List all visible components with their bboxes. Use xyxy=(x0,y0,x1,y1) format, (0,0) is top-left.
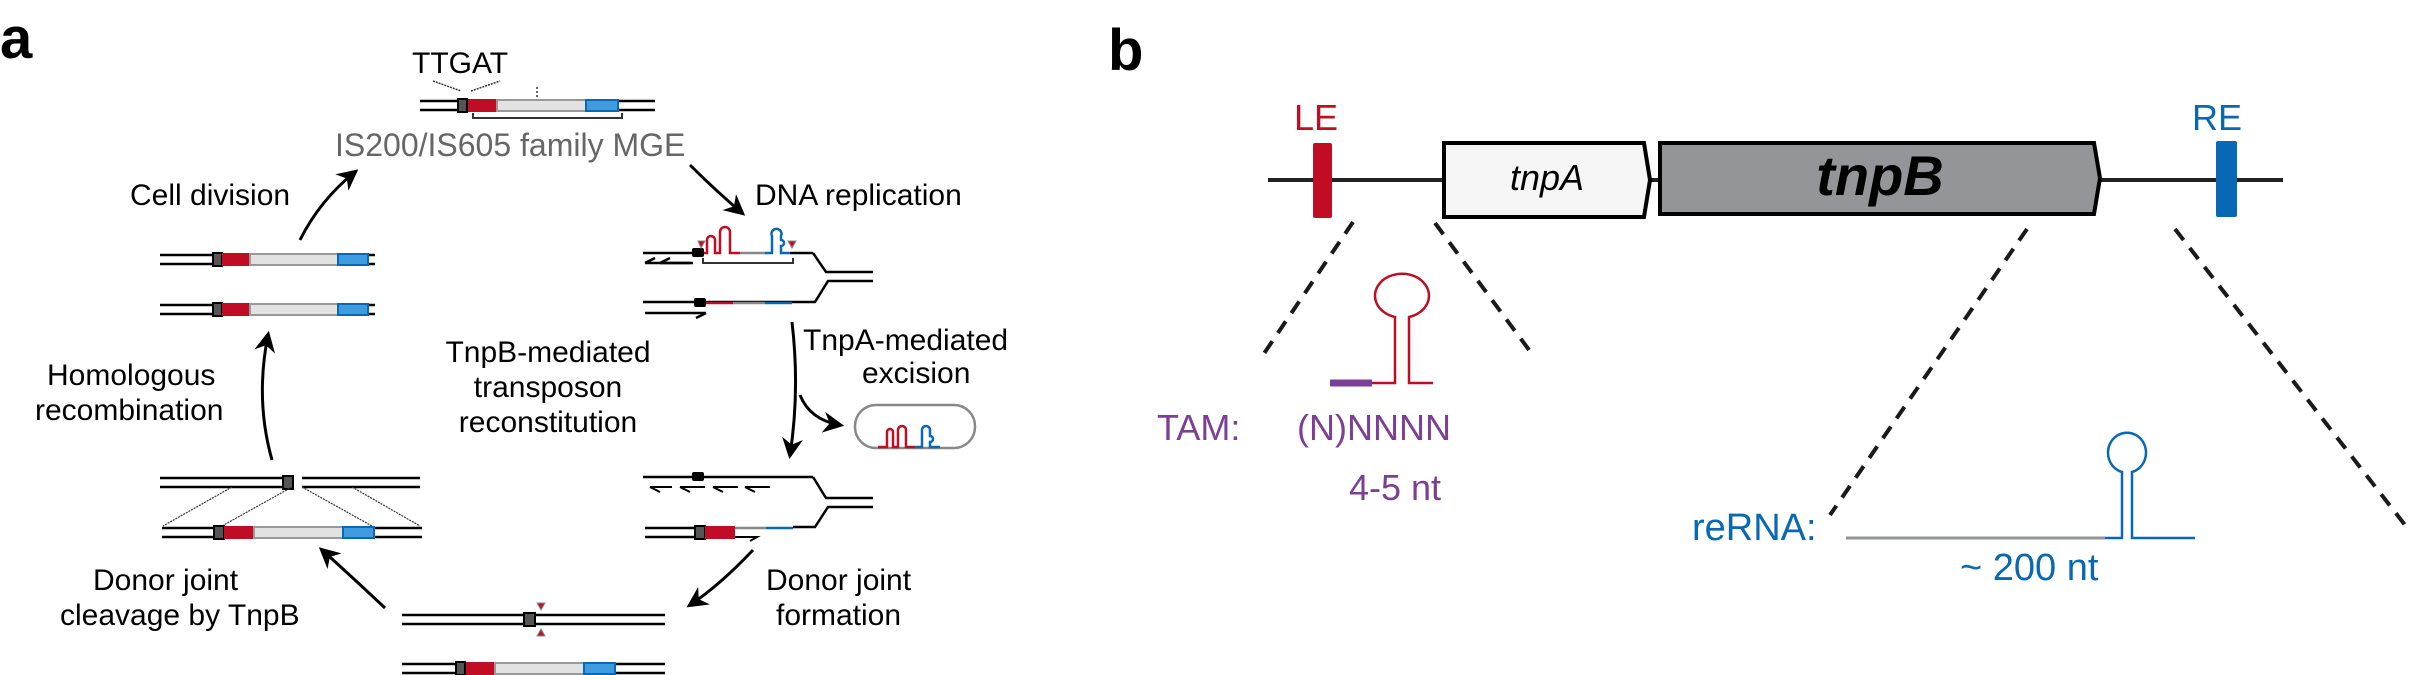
reconstituted-copies xyxy=(160,252,375,317)
ttgat-motif-label: TTGAT xyxy=(412,47,508,80)
dna-duplex xyxy=(420,98,655,113)
donor-joint-dna xyxy=(402,602,665,637)
re-element xyxy=(2216,141,2237,217)
right-end-block xyxy=(585,99,619,112)
rerna-length: ~ 200 nt xyxy=(1960,547,2099,589)
center-label-2: transposon xyxy=(474,371,622,404)
cleavage-marker-right xyxy=(787,240,797,250)
homologous-recombination-label-2: recombination xyxy=(35,394,223,427)
cleavage-arrow xyxy=(318,547,387,610)
tnpb-label: tnpB xyxy=(1816,144,1944,207)
cleavage-marker-left xyxy=(697,240,706,250)
transposon-body xyxy=(496,99,587,112)
panel-a-letter: a xyxy=(0,6,33,71)
donor-joint-formation-label-1: Donor joint xyxy=(766,564,912,597)
ttgat-site xyxy=(457,98,468,113)
re-hairpin xyxy=(765,227,790,255)
excision-side-arrow xyxy=(798,394,845,433)
recombination-intermediate xyxy=(160,475,422,540)
okazaki-fragment xyxy=(659,256,693,265)
le-element xyxy=(1313,143,1332,218)
mge-family-label: IS200/IS605 family MGE xyxy=(335,127,685,163)
left-end-block xyxy=(468,99,497,112)
tnpa-gene xyxy=(1442,141,1653,219)
rerna-structure xyxy=(1846,431,2195,540)
tnpa-excision-label-1: TnpA-mediated xyxy=(803,324,1008,357)
replication-fork xyxy=(643,225,873,320)
le-rna-hairpin xyxy=(1330,272,1433,387)
ttgat-site xyxy=(692,248,704,257)
le-zoom-line-left xyxy=(1261,220,1355,357)
donor-joint-cleavage-label-1: Donor joint xyxy=(93,564,239,597)
copy-top xyxy=(160,252,375,267)
tnpb-gene xyxy=(1658,141,2103,216)
replication-arrow xyxy=(688,163,746,216)
tam-label: TAM: xyxy=(1157,407,1240,448)
donor-joint-cleavage-label-2: cleavage by TnpB xyxy=(60,599,300,632)
mge-bracket xyxy=(472,113,623,119)
tam-sequence: (N)NNNN xyxy=(1297,407,1451,448)
re-zoom-line-left xyxy=(1828,227,2029,517)
cell-division-label: Cell division xyxy=(130,179,290,212)
tnpa-excision-label-2: excision xyxy=(862,357,970,390)
motif-pointer-right xyxy=(470,80,501,92)
donor-joint-formation-label-2: formation xyxy=(776,599,901,632)
panel-b-letter: b xyxy=(1108,18,1143,83)
excision-down-arrow xyxy=(782,321,803,460)
homologous-recombination-label-1: Homologous xyxy=(47,359,215,392)
center-label-1: TnpB-mediated xyxy=(445,336,650,369)
le-zoom-line-right xyxy=(1433,221,1537,360)
post-excision-fork xyxy=(643,472,873,542)
transposon-dna-bottom xyxy=(402,661,665,675)
leading-strand xyxy=(645,311,707,320)
le-label: LE xyxy=(1294,97,1338,138)
donor-joint-formation-arrow xyxy=(686,548,755,608)
copy-bottom xyxy=(160,302,375,317)
center-label-3: reconstitution xyxy=(459,406,637,439)
motif-pointer-left xyxy=(432,80,462,92)
tam-length: 4-5 nt xyxy=(1349,467,1441,508)
le-hairpins xyxy=(704,225,740,255)
excised-circle xyxy=(853,403,977,450)
cell-division-arrow xyxy=(298,169,359,241)
rerna-label: reRNA: xyxy=(1692,507,1817,549)
cleavage-marker-top xyxy=(536,602,546,612)
cleavage-marker-bottom xyxy=(536,627,546,637)
tnpa-label: tnpA xyxy=(1510,157,1584,198)
homologous-recombination-arrow xyxy=(254,330,276,461)
top-mge-dna: TTGAT IS200/IS605 family MGE xyxy=(335,47,685,163)
re-zoom-line-right xyxy=(2173,227,2407,527)
re-label: RE xyxy=(2192,97,2242,138)
dna-replication-label: DNA replication xyxy=(755,179,962,212)
